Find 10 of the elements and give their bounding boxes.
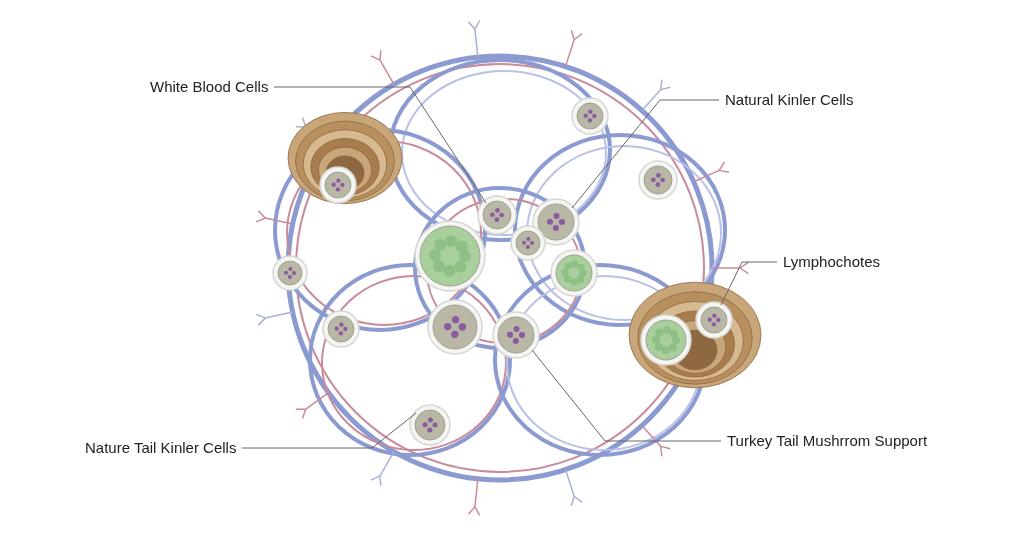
callout-label: White Blood Cells [150,78,269,96]
callout-label: Lymphochotes [783,253,880,271]
callout-label: Nature Tail Kinler Cells [85,439,237,457]
callout-label: Natural Kinler Cells [725,91,854,109]
leader-line [273,86,487,204]
leader-line [571,99,720,209]
callout-label: Turkey Tail Mushrrom Support [727,432,928,450]
leader-line [241,412,417,449]
leader-line [720,261,778,306]
leader-line [531,349,722,442]
